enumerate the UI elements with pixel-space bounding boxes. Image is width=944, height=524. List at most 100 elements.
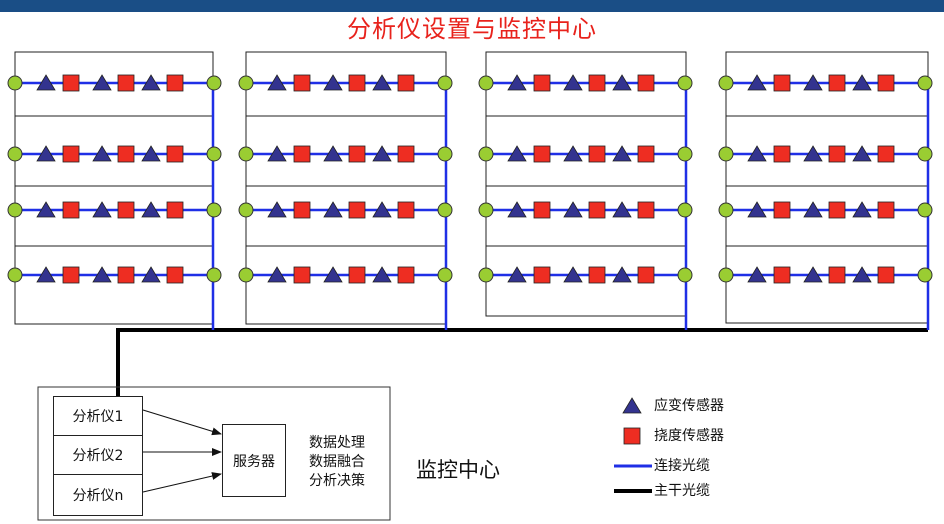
deflection-sensor-icon [117,266,135,284]
trunk-cable [116,328,928,396]
sensor-node-icon [718,75,734,91]
strain-sensor-icon [507,145,527,162]
deflection-sensor-icon [397,145,415,163]
sensor-node-icon [437,202,453,218]
strain-sensor-icon [563,74,583,91]
strain-sensor-icon [852,74,872,91]
sensor-node-icon [206,146,222,162]
strain-sensor-icon [803,145,823,162]
monitoring-center-box [37,386,391,521]
strain-sensor-icon [747,74,767,91]
deflection-sensor-icon [533,266,551,284]
black-line-icon [614,489,652,493]
strain-sensor-icon [92,145,112,162]
deflection-sensor-icon [877,74,895,92]
deflection-sensor-icon [828,145,846,163]
sensor-node-icon [238,146,254,162]
span-box [245,51,447,325]
deflection-sensor-icon [828,74,846,92]
strain-sensor-icon [267,266,287,283]
deflection-sensor-icon [348,74,366,92]
deflection-sensor-icon [877,201,895,219]
strain-sensor-icon [92,201,112,218]
strain-sensor-icon [141,266,161,283]
sensor-node-icon [437,146,453,162]
deflection-sensor-icon [348,201,366,219]
strain-sensor-icon [92,74,112,91]
sensor-node-icon [238,202,254,218]
deflection-sensor-icon [62,201,80,219]
deflection-sensor-icon [348,266,366,284]
deflection-sensor-icon [828,201,846,219]
legend-label: 应变传感器 [654,398,724,414]
strain-sensor-icon [507,74,527,91]
deflection-sensor-icon [533,145,551,163]
strain-sensor-icon [267,145,287,162]
sensor-node-icon [718,267,734,283]
deflection-sensor-icon [293,74,311,92]
deflection-sensor-icon [62,145,80,163]
strain-sensor-icon [563,145,583,162]
deflection-sensor-icon [166,74,184,92]
sensor-node-icon [478,146,494,162]
analyzer-label-1: 分析仪1 [72,409,124,425]
analyzer-to-server-arrow [142,472,222,493]
sensor-node-icon [238,75,254,91]
strain-sensor-icon [803,266,823,283]
strain-sensor-icon [267,74,287,91]
deflection-sensor-icon [117,145,135,163]
strain-sensor-icon [747,266,767,283]
sensor-node-icon [677,146,693,162]
deflection-sensor-icon [877,266,895,284]
strain-sensor-icon [141,74,161,91]
deflection-sensor-icon [877,145,895,163]
sensor-node-icon [917,75,933,91]
strain-sensor-icon [507,266,527,283]
sensor-node-icon [917,267,933,283]
deflection-sensor-icon [62,74,80,92]
legend-label: 主干光缆 [654,483,710,499]
strain-sensor-icon [372,145,392,162]
processing-step: 分析决策 [309,473,365,489]
strain-sensor-icon [563,266,583,283]
strain-sensor-icon [803,74,823,91]
strain-sensor-icon [323,266,343,283]
strain-sensor-icon [36,266,56,283]
deflection-sensor-icon [637,266,655,284]
monitoring-center-label: 监控中心 [416,458,500,482]
sensor-node-icon [917,146,933,162]
deflection-sensor-icon [293,266,311,284]
sensor-node-icon [677,267,693,283]
sensor-node-icon [238,267,254,283]
deflection-sensor-icon [773,266,791,284]
sensor-node-icon [718,146,734,162]
server-box: 服务器 [222,424,286,497]
strain-sensor-icon [852,266,872,283]
server-label: 服务器 [233,453,275,470]
deflection-sensor-icon [588,201,606,219]
sensor-node-icon [206,75,222,91]
deflection-sensor-icon [397,266,415,284]
analyzer-label-n: 分析仪n [72,488,124,504]
deflection-sensor-icon [62,266,80,284]
processing-step: 数据处理 [309,435,365,451]
deflection-sensor-icon [637,145,655,163]
strain-sensor-icon [372,201,392,218]
analyzer-label-2: 分析仪2 [72,448,124,464]
strain-sensor-icon [612,145,632,162]
deflection-sensor-icon [166,145,184,163]
strain-sensor-icon [323,145,343,162]
sensor-node-icon [677,202,693,218]
strain-sensor-icon [36,201,56,218]
deflection-sensor-icon [166,201,184,219]
deflection-sensor-icon [293,145,311,163]
sensor-node-icon [206,267,222,283]
strain-sensor-icon [36,145,56,162]
sensor-node-icon [437,267,453,283]
square-icon [623,427,641,445]
deflection-sensor-icon [773,145,791,163]
deflection-sensor-icon [117,74,135,92]
strain-sensor-icon [852,201,872,218]
strain-sensor-icon [563,201,583,218]
